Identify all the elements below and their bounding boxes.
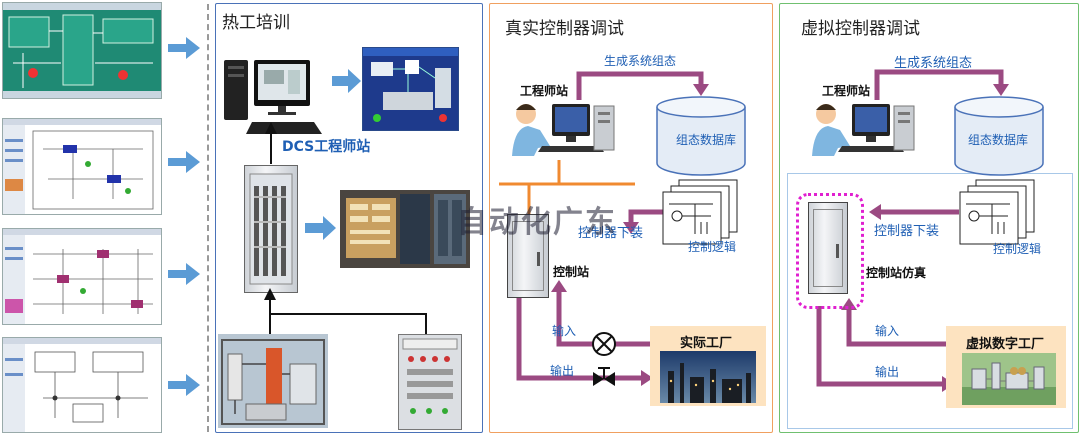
real-control-logic-label: 控制逻辑 (688, 240, 737, 254)
virtual-engineer-at-computer-icon (812, 104, 915, 156)
virtual-plant-label: 虚拟数字工厂 (966, 337, 1045, 352)
real-plant-label: 实际工厂 (680, 336, 733, 351)
virtual-controller-download-label: 控制器下装 (874, 224, 940, 239)
arrow-up-to-engineer-station (265, 122, 277, 164)
virtual-output-label: 输出 (875, 365, 900, 379)
computer-icon (224, 60, 322, 134)
real-plant-photo (660, 351, 756, 403)
virtual-config-database-icon (954, 96, 1044, 176)
block-arrow-1 (168, 37, 200, 59)
virtual-controller-title: 虚拟控制器调试 (801, 19, 920, 39)
control-room-photo (340, 190, 470, 268)
dcs-cabinet-image (244, 165, 298, 293)
arrow-to-control-room (305, 216, 336, 240)
thermal-training-panel (215, 3, 483, 433)
real-control-station-label: 控制站 (553, 265, 590, 279)
virtual-control-logic-icon (959, 179, 1035, 245)
real-engineer-station-label: 工程师站 (520, 84, 569, 98)
real-control-station-cabinet (507, 214, 549, 298)
valve-icon (593, 367, 615, 386)
real-config-database-icon (656, 96, 746, 176)
virtual-plant-render (962, 353, 1056, 405)
dcs-screen-thumbnail-3 (2, 228, 162, 325)
engineer-at-computer-icon (512, 104, 615, 156)
virtual-generate-config-label: 生成系统组态 (894, 56, 973, 71)
watermark-text: 自动化广东 (457, 205, 617, 240)
block-arrow-3 (168, 263, 200, 285)
arrow-to-display (332, 69, 361, 93)
virtual-sim-area (787, 173, 1073, 429)
dcs-screen-thumbnail-1 (2, 2, 162, 99)
process-display-screenshot (362, 47, 459, 131)
virtual-config-database-label: 组态数据库 (968, 133, 1029, 147)
thumbnail-arrows (168, 37, 200, 396)
real-config-database-label: 组态数据库 (676, 133, 737, 147)
virtual-controller-panel (779, 3, 1079, 433)
control-station-sim-dotted-frame (796, 193, 864, 309)
real-controller-panel (489, 3, 773, 433)
real-control-logic-icon (662, 179, 738, 245)
real-controller-download-label: 控制器下装 (578, 226, 644, 241)
instrument-panel-photo (398, 334, 462, 430)
thermal-training-title: 热工培训 (222, 13, 290, 33)
dashed-divider (207, 4, 209, 432)
block-arrow-2 (168, 151, 200, 173)
real-controller-title: 真实控制器调试 (505, 19, 624, 39)
virtual-control-station-label: 控制站仿真 (866, 266, 927, 280)
virtual-engineer-station-label: 工程师站 (822, 84, 871, 98)
real-output-label: 输出 (550, 364, 575, 378)
dcs-screen-thumbnail-4 (2, 337, 162, 433)
dcs-screen-thumbnail-2 (2, 118, 162, 215)
virtual-control-station-cabinet (808, 202, 848, 294)
thermal-test-rig-photo (218, 334, 328, 428)
dcs-engineer-station-label: DCS工程师站 (282, 139, 371, 155)
real-generate-config-label: 生成系统组态 (604, 54, 677, 68)
real-input-label: 输入 (552, 324, 577, 338)
virtual-input-label: 输入 (875, 324, 900, 338)
block-arrow-4 (168, 374, 200, 396)
sensor-icon (592, 332, 616, 356)
field-to-cabinet-lines (264, 288, 427, 334)
virtual-control-logic-label: 控制逻辑 (993, 242, 1042, 256)
